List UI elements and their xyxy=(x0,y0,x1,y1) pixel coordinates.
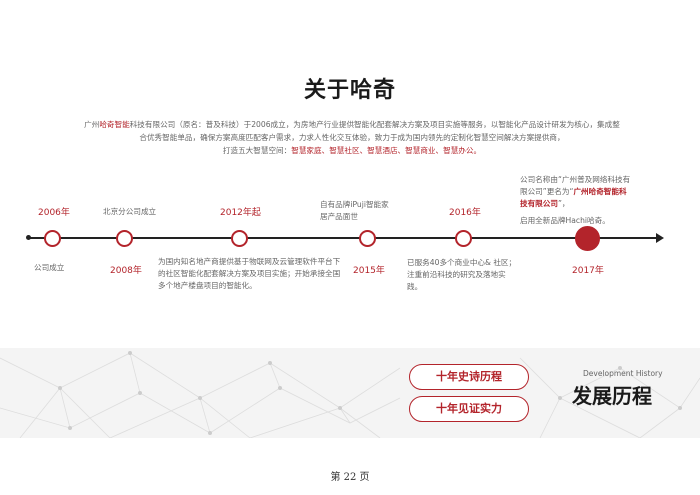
year-2017: 2017年 xyxy=(572,266,604,276)
event-2017: 公司名称由“广州普及网络科技有限公司”更名为“广州哈奇智能科技有限公司”， 启用… xyxy=(520,174,632,227)
year-2016: 2016年 xyxy=(449,208,481,218)
event-2017-text: ”， xyxy=(557,199,570,208)
network-pattern-icon xyxy=(0,351,700,438)
event-2017-text: 公司名称由“广州普及网络科技有限公司”更名为“ xyxy=(520,175,631,196)
intro-text: 科技有限公司（原名：普及科技）于2006成立，为房地产行业提供智能化配套解决方案… xyxy=(129,120,620,129)
timeline-node-2015 xyxy=(359,230,376,247)
section-title-cn: 发展历程 xyxy=(572,384,652,408)
section-title-en: Development History xyxy=(583,369,663,378)
badge-decade-history: 十年史诗历程 xyxy=(409,364,529,390)
intro-text: 打造五大智慧空间： xyxy=(222,146,292,155)
event-2016: 已服务40多个商业中心& 社区；注重前沿科技的研究及落地实践。 xyxy=(407,258,517,291)
timeline-node-2008 xyxy=(116,230,133,247)
badge-decade-strength: 十年见证实力 xyxy=(409,396,529,422)
brand-name: 哈奇智能 xyxy=(99,120,130,129)
year-2012: 2012年起 xyxy=(220,208,261,218)
timeline-node-2006 xyxy=(44,230,61,247)
timeline-node-2012 xyxy=(231,230,248,247)
event-2006: 公司成立 xyxy=(34,263,65,272)
event-2012: 为国内知名地产商提供基于物联网及云管理软件平台下的社区智能化配套解决方案及项目实… xyxy=(158,257,341,290)
smart-spaces: 智慧家庭、智慧社区、智慧酒店、智慧商业、智慧办公。 xyxy=(291,146,482,155)
year-2015: 2015年 xyxy=(353,266,385,276)
intro-text: 广州 xyxy=(84,120,100,129)
year-2008: 2008年 xyxy=(110,266,142,276)
event-2008: 北京分公司成立 xyxy=(103,207,157,216)
intro-text: 合优秀智能单品，确保方案高度匹配客户需求，力求人性化交互体验，致力于成为国内领先… xyxy=(139,133,565,142)
event-2017-brand: 启用全新品牌Hachi哈奇。 xyxy=(520,216,610,225)
timeline-node-2016 xyxy=(455,230,472,247)
intro-paragraph: 广州哈奇智能科技有限公司（原名：普及科技）于2006成立，为房地产行业提供智能化… xyxy=(52,118,652,157)
year-2006: 2006年 xyxy=(38,208,70,218)
event-2015: 自有品牌iPuji智能家居产品面世 xyxy=(320,200,389,221)
page-title: 关于哈奇 xyxy=(303,78,396,103)
timeline-node-2017 xyxy=(575,226,600,251)
page-number: 第 22 页 xyxy=(330,472,370,483)
event-2017-new-name: 广州哈奇智能科技有限公司 xyxy=(520,187,627,208)
timeline-start-dot xyxy=(26,235,31,240)
network-background xyxy=(0,348,700,438)
timeline-axis xyxy=(28,237,660,239)
timeline-arrow-icon xyxy=(656,233,664,243)
